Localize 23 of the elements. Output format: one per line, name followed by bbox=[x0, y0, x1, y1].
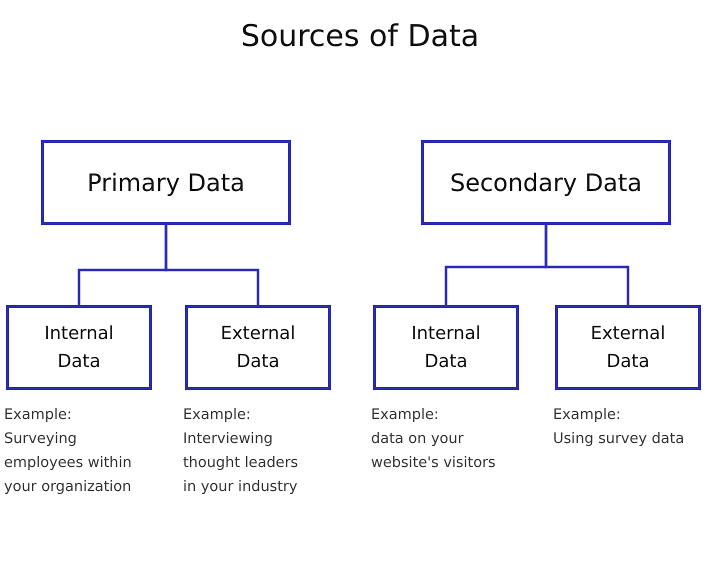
connector-line bbox=[544, 225, 630, 305]
example-heading: Example: bbox=[4, 406, 73, 425]
example-heading: Example: bbox=[371, 406, 440, 425]
connector-line bbox=[164, 225, 260, 305]
box-label: External Data bbox=[590, 322, 666, 374]
example-heading: Example: bbox=[183, 406, 252, 425]
example-text: Using survey data bbox=[553, 430, 686, 449]
example-text: data on your website's visitors bbox=[371, 430, 497, 473]
example-text: Interviewing thought leaders in your industry bbox=[183, 430, 300, 497]
box-label: Primary Data bbox=[87, 168, 245, 198]
box-label: Internal Data bbox=[410, 322, 482, 374]
box-label: Secondary Data bbox=[450, 168, 642, 198]
diagram-title: Sources of Data bbox=[240, 18, 480, 56]
process-box bbox=[41, 140, 291, 225]
process-box bbox=[421, 140, 671, 225]
example-heading: Example: bbox=[553, 406, 622, 425]
process-box bbox=[6, 305, 152, 390]
box-label: Internal Data bbox=[43, 322, 115, 374]
process-box bbox=[373, 305, 519, 390]
example-text: Surveying employees within your organization bbox=[4, 430, 133, 497]
process-box bbox=[555, 305, 701, 390]
process-box bbox=[185, 305, 331, 390]
box-label: External Data bbox=[220, 322, 296, 374]
